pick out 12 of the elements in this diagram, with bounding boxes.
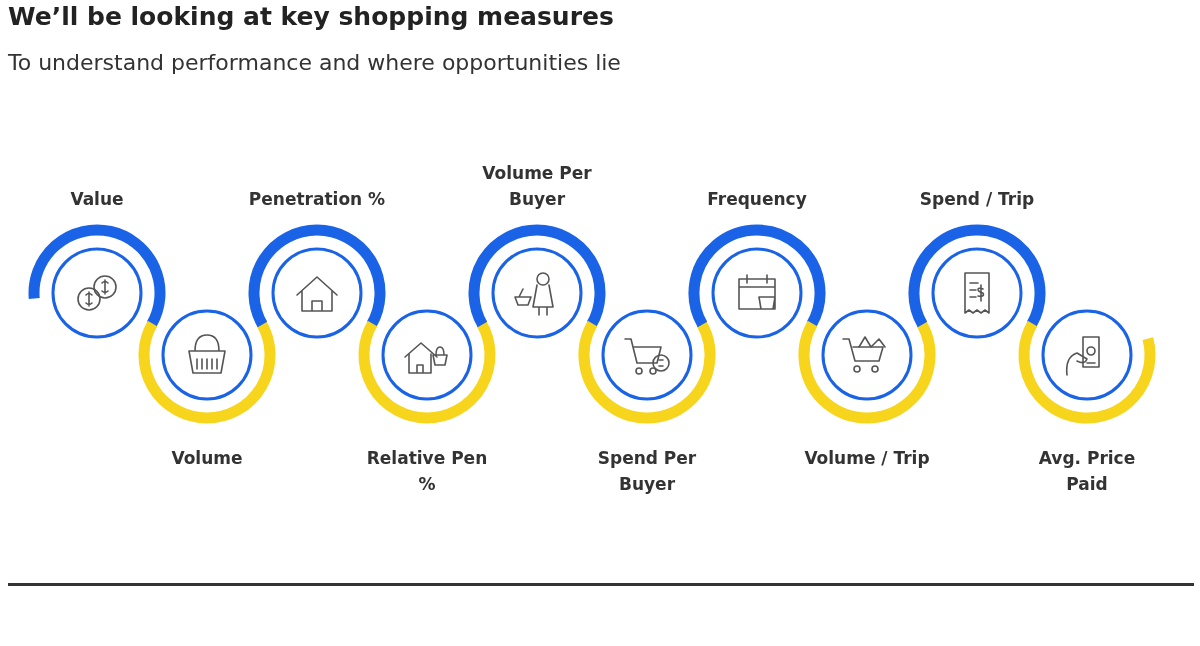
measure-label: Volume / Trip bbox=[804, 447, 930, 470]
measure-label: Value bbox=[70, 188, 124, 211]
title: We’ll be looking at key shopping measures bbox=[8, 2, 614, 31]
measure-label: Spend Per Buyer bbox=[596, 447, 698, 496]
measure-label: Penetration % bbox=[248, 188, 386, 211]
measure-label: Relative Pen % bbox=[365, 447, 489, 496]
measure-label: Volume Per Buyer bbox=[481, 162, 593, 211]
measure-label: Spend / Trip bbox=[919, 188, 1035, 211]
measure-label: Avg. Price Paid bbox=[1037, 447, 1137, 496]
measure-label: Frequency bbox=[707, 188, 807, 211]
measure-label: Volume bbox=[171, 447, 243, 470]
subtitle: To understand performance and where opportunities lie bbox=[8, 50, 621, 75]
